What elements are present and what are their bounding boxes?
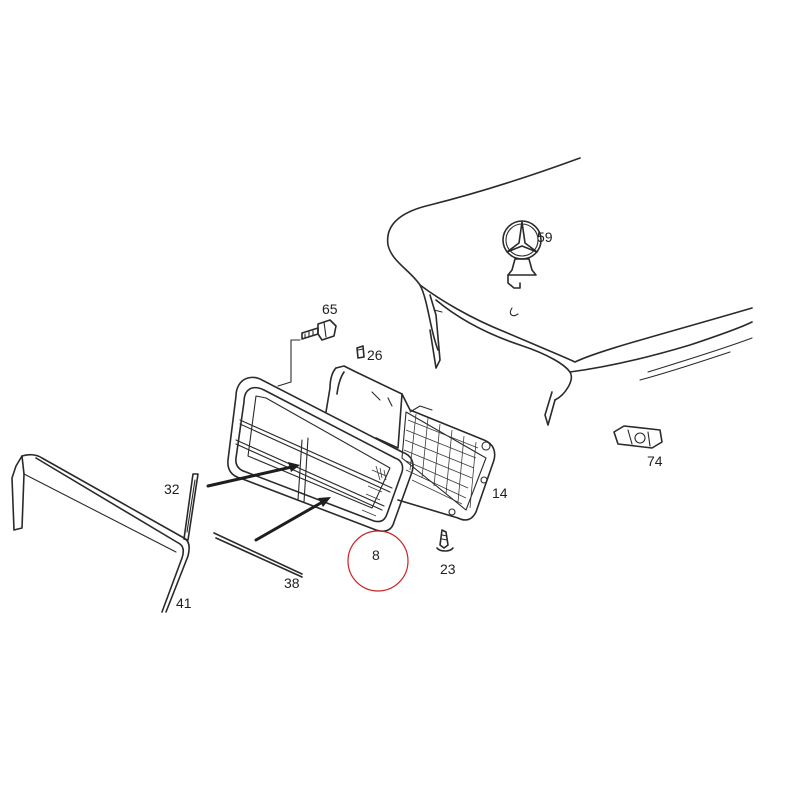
hood-star-emblem xyxy=(502,220,542,317)
grille-shell xyxy=(227,376,414,532)
grille-insert xyxy=(325,365,496,521)
screw-23 xyxy=(436,529,454,552)
label-23: 23 xyxy=(440,561,456,577)
label-59: 59 xyxy=(537,229,553,245)
hood xyxy=(386,157,753,426)
label-41: 41 xyxy=(176,595,192,611)
screw-65 xyxy=(301,319,337,341)
highlight-circle xyxy=(347,530,409,592)
trim-strip-32 xyxy=(183,473,199,541)
label-65: 65 xyxy=(322,301,338,317)
label-8: 8 xyxy=(372,547,380,563)
clip-26 xyxy=(356,345,365,359)
label-14: 14 xyxy=(492,485,508,501)
side-frame-41 xyxy=(11,453,190,613)
retainer-74 xyxy=(613,425,663,449)
arrows xyxy=(206,462,331,542)
label-74: 74 xyxy=(647,453,663,469)
trim-strip-38 xyxy=(213,532,303,578)
label-26: 26 xyxy=(367,347,383,363)
label-32: 32 xyxy=(164,481,180,497)
label-38: 38 xyxy=(284,575,300,591)
leader-65 xyxy=(277,339,301,387)
